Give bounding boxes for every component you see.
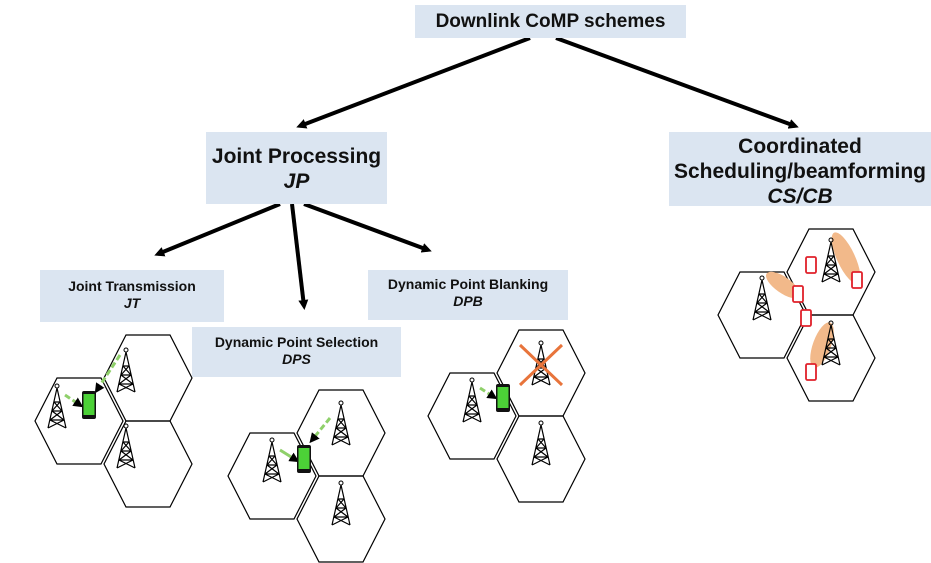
dps-label: Dynamic Point Selection — [214, 334, 379, 350]
dpb-cell-cluster — [427, 329, 586, 503]
cscb-label-line2: Scheduling/beamforming — [673, 160, 927, 184]
arrow-jp-to-jt — [154, 202, 281, 257]
arrow-root-to-cscb — [555, 36, 799, 129]
dps-abbr: DPS — [282, 350, 311, 367]
arrow-jp-to-dps — [290, 203, 309, 310]
jp-label: Joint Processing — [211, 145, 382, 168]
root-node-downlink-comp: Downlink CoMP schemes — [415, 5, 686, 38]
cscb-cell-cluster — [717, 228, 876, 402]
dpb-abbr: DPB — [453, 292, 483, 309]
arrow-root-to-jp — [296, 36, 531, 129]
dpb-label: Dynamic Point Blanking — [387, 276, 549, 292]
cscb-label-line1: Coordinated — [738, 135, 862, 158]
jt-node: Joint Transmission JT — [40, 270, 224, 322]
jp-abbr: JP — [283, 170, 310, 194]
dps-cell-cluster — [227, 389, 386, 563]
dps-node: Dynamic Point Selection DPS — [192, 327, 401, 377]
arrow-jp-to-dpb — [303, 202, 432, 253]
jp-node: Joint Processing JP — [206, 132, 387, 204]
jt-cell-cluster — [34, 334, 193, 508]
jt-label: Joint Transmission — [68, 278, 196, 294]
cscb-abbr: CS/CB — [767, 185, 833, 209]
cscb-node: Coordinated Scheduling/beamforming CS/CB — [669, 132, 931, 209]
root-label: Downlink CoMP schemes — [435, 11, 666, 32]
jt-abbr: JT — [123, 294, 141, 311]
dpb-node: Dynamic Point Blanking DPB — [368, 270, 568, 320]
